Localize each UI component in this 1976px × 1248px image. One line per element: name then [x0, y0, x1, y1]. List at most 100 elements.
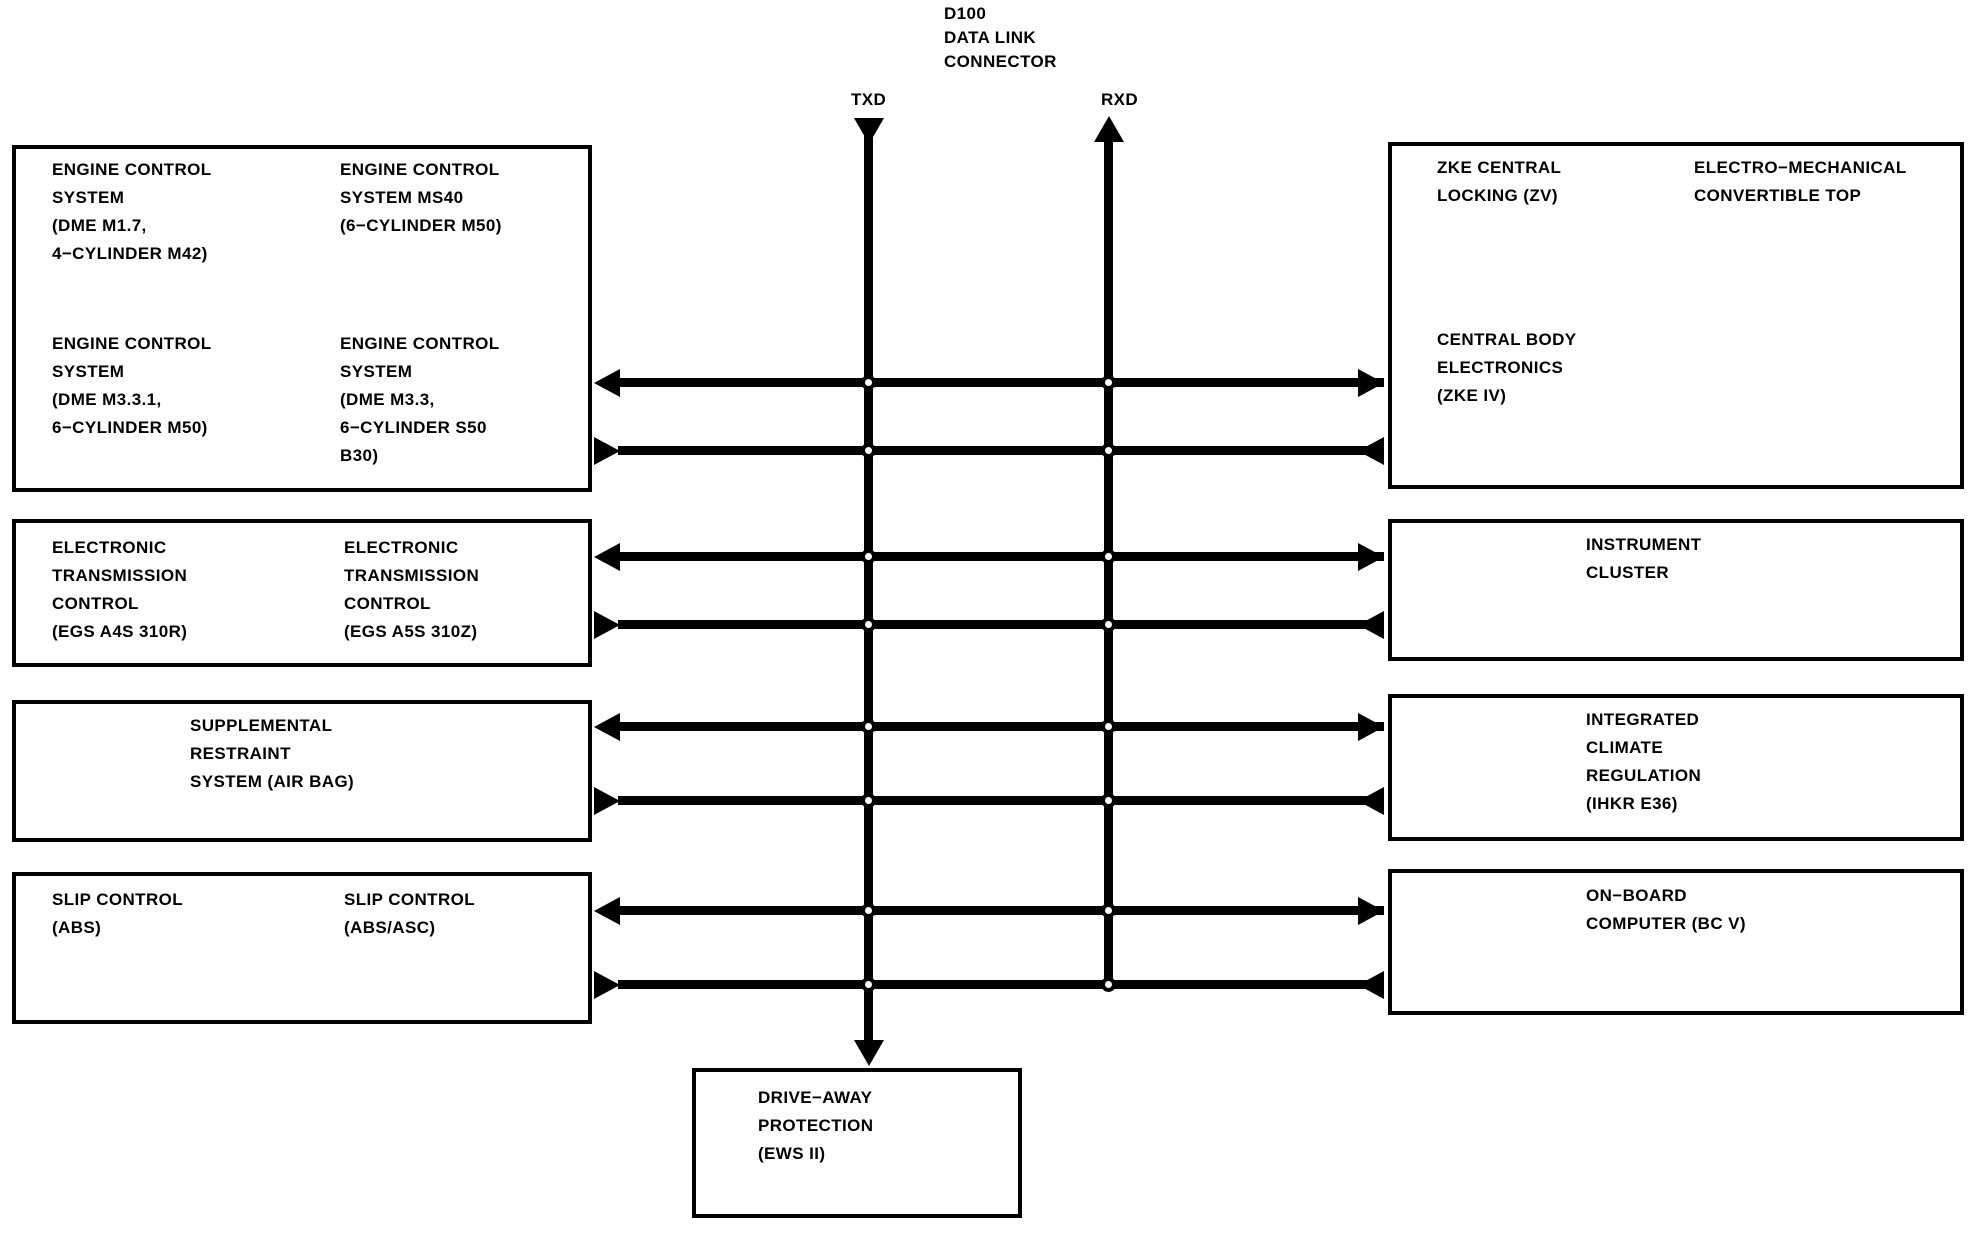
row2-txd-junction-dot-lower — [861, 617, 876, 632]
row2-rxd-bar — [618, 620, 1384, 629]
zke-line1: ZKE CENTRAL — [1437, 158, 1562, 177]
row4-txd-junction-dot-lower — [861, 977, 876, 992]
row1-rxd-junction-dot — [1101, 375, 1116, 390]
engine-control-2-line1: ENGINE CONTROL — [340, 160, 500, 179]
module-slip-control[interactable] — [12, 872, 592, 1024]
transmission-1-line2: TRANSMISSION — [52, 566, 188, 585]
transmission-1-line4: (EGS A4S 310R) — [52, 622, 188, 641]
txd-arrowhead-top-icon — [854, 118, 884, 144]
module-body-electronics[interactable] — [1388, 142, 1964, 489]
engine-control-4-line5: B30) — [340, 446, 379, 465]
convertible-top-line2: CONVERTIBLE TOP — [1694, 186, 1862, 205]
row1-rxd-bar — [618, 446, 1384, 455]
row2-txd-junction-dot — [861, 549, 876, 564]
zke-line2: LOCKING (ZV) — [1437, 186, 1558, 205]
climate-line3: REGULATION — [1586, 766, 1702, 785]
ews-line3: (EWS II) — [758, 1144, 826, 1163]
row2-arrow-right-icon — [1358, 543, 1384, 571]
row1-rxd-arrow-in-left-icon — [594, 437, 620, 465]
row1-txd-bar — [618, 378, 1384, 387]
row3-txd-junction-dot-lower — [861, 793, 876, 808]
connector-line3-label: CONNECTOR — [944, 52, 1057, 71]
row3-rxd-arrow-in-right-icon — [1358, 787, 1384, 815]
row1-txd-junction-dot-lower — [861, 443, 876, 458]
row3-arrow-left-icon — [594, 713, 620, 741]
module-transmission-control[interactable] — [12, 519, 592, 667]
engine-control-1-line4: 4−CYLINDER M42) — [52, 244, 208, 263]
transmission-2-line2: TRANSMISSION — [344, 566, 480, 585]
row1-rxd-junction-dot-lower — [1101, 443, 1116, 458]
engine-control-3-line4: 6−CYLINDER M50) — [52, 418, 208, 437]
row4-rxd-bar — [618, 980, 1384, 989]
row2-rxd-arrow-in-right-icon — [1358, 611, 1384, 639]
engine-control-4-line2: SYSTEM — [340, 362, 413, 381]
engine-control-3-line3: (DME M3.3.1, — [52, 390, 162, 409]
module-engine-control[interactable] — [12, 145, 592, 492]
airbag-line2: RESTRAINT — [190, 744, 291, 763]
slip-control-2-line1: SLIP CONTROL — [344, 890, 476, 909]
instrument-cluster-line1: INSTRUMENT — [1586, 535, 1702, 554]
instrument-cluster-line2: CLUSTER — [1586, 563, 1670, 582]
txd-bus-label: TXD — [851, 90, 887, 109]
row3-txd-bar — [618, 722, 1384, 731]
engine-control-4-line4: 6−CYLINDER S50 — [340, 418, 487, 437]
obc-line1: ON−BOARD — [1586, 886, 1687, 905]
engine-control-1-line2: SYSTEM — [52, 188, 125, 207]
row2-rxd-arrow-in-left-icon — [594, 611, 620, 639]
row1-txd-junction-dot — [861, 375, 876, 390]
engine-control-2-line3: (6−CYLINDER M50) — [340, 216, 502, 235]
central-body-line1: CENTRAL BODY — [1437, 330, 1577, 349]
row4-rxd-arrow-in-right-icon — [1358, 971, 1384, 999]
climate-line4: (IHKR E36) — [1586, 794, 1678, 813]
row2-rxd-junction-dot-lower — [1101, 617, 1116, 632]
row2-arrow-left-icon — [594, 543, 620, 571]
obc-line2: COMPUTER (BC V) — [1586, 914, 1746, 933]
connector-id-label: D100 — [944, 4, 987, 23]
module-instrument-cluster[interactable] — [1388, 519, 1964, 661]
row1-arrow-right-icon — [1358, 369, 1384, 397]
row3-arrow-right-icon — [1358, 713, 1384, 741]
row4-txd-junction-dot — [861, 903, 876, 918]
rxd-bus-label: RXD — [1101, 90, 1139, 109]
module-on-board-computer[interactable] — [1388, 869, 1964, 1015]
engine-control-2-line2: SYSTEM MS40 — [340, 188, 464, 207]
module-airbag[interactable] — [12, 700, 592, 842]
airbag-line3: SYSTEM (AIR BAG) — [190, 772, 355, 791]
slip-control-1-line1: SLIP CONTROL — [52, 890, 184, 909]
txd-bus-line — [864, 118, 873, 1048]
row3-rxd-junction-dot — [1101, 719, 1116, 734]
row3-rxd-arrow-in-left-icon — [594, 787, 620, 815]
transmission-2-line4: (EGS A5S 310Z) — [344, 622, 478, 641]
rxd-arrowhead-up-icon — [1094, 116, 1124, 142]
convertible-top-line1: ELECTRO−MECHANICAL — [1694, 158, 1907, 177]
row1-arrow-left-icon — [594, 369, 620, 397]
row3-txd-junction-dot — [861, 719, 876, 734]
slip-control-1-line2: (ABS) — [52, 918, 102, 937]
engine-control-4-line3: (DME M3.3, — [340, 390, 435, 409]
row4-txd-bar — [618, 906, 1384, 915]
rxd-bus-line — [1104, 140, 1113, 990]
slip-control-2-line2: (ABS/ASC) — [344, 918, 436, 937]
engine-control-4-line1: ENGINE CONTROL — [340, 334, 500, 353]
ews-line1: DRIVE−AWAY — [758, 1088, 873, 1107]
engine-control-1-line1: ENGINE CONTROL — [52, 160, 212, 179]
row3-rxd-junction-dot-lower — [1101, 793, 1116, 808]
module-climate-regulation[interactable] — [1388, 694, 1964, 841]
climate-line1: INTEGRATED — [1586, 710, 1700, 729]
transmission-2-line1: ELECTRONIC — [344, 538, 459, 557]
engine-control-3-line1: ENGINE CONTROL — [52, 334, 212, 353]
txd-arrowhead-down-icon — [854, 1040, 884, 1066]
row1-rxd-arrow-in-right-icon — [1358, 437, 1384, 465]
row2-rxd-junction-dot — [1101, 549, 1116, 564]
row4-rxd-arrow-in-left-icon — [594, 971, 620, 999]
transmission-1-line3: CONTROL — [52, 594, 139, 613]
central-body-line3: (ZKE IV) — [1437, 386, 1507, 405]
engine-control-3-line2: SYSTEM — [52, 362, 125, 381]
engine-control-1-line3: (DME M1.7, — [52, 216, 147, 235]
central-body-line2: ELECTRONICS — [1437, 358, 1564, 377]
module-drive-away-protection[interactable] — [692, 1068, 1022, 1218]
row3-rxd-bar — [618, 796, 1384, 805]
row4-rxd-junction-dot-lower — [1101, 977, 1116, 992]
connector-line2-label: DATA LINK — [944, 28, 1037, 47]
